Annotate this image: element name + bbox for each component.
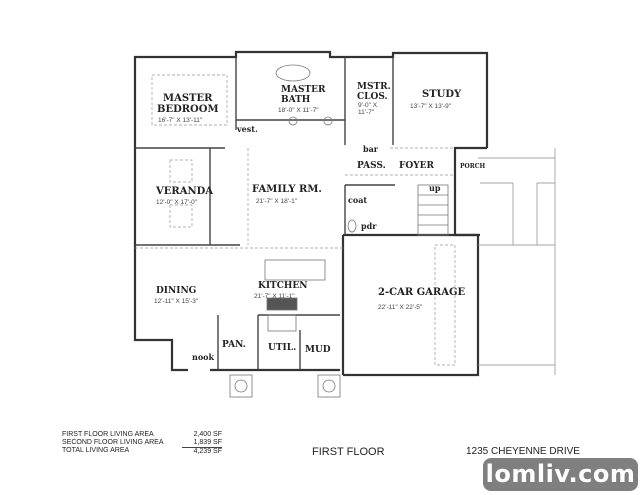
room-study-name: STUDY: [422, 89, 462, 100]
label-pan: PAN.: [222, 340, 246, 350]
label-mud: MUD: [305, 345, 331, 355]
room-dining-dims: 12'-11" X 15'-3": [154, 298, 199, 305]
room-veranda-dims: 12'-0" X 17'-0": [156, 199, 198, 206]
exterior-walls: [133, 50, 489, 377]
room-master-bedroom-dims: 16'-7" X 13'-11": [158, 117, 203, 124]
room-kitchen-name: KITCHEN: [258, 281, 307, 291]
area-row-first-floor: FIRST FLOOR LIVING AREA 2,400 SF: [62, 431, 222, 439]
label-foyer: FOYER: [399, 161, 435, 171]
fixtures: [229, 64, 449, 398]
label-vest: vest.: [236, 124, 258, 134]
area-row-second-floor: SECOND FLOOR LIVING AREA 1,839 SF: [62, 439, 222, 447]
room-mstr-clos-name2: CLOS.: [357, 92, 388, 102]
room-labels: MASTER BEDROOM 16'-7" X 13'-11" MASTER B…: [154, 82, 486, 362]
room-mstr-clos-dims2: 11'-7": [358, 109, 375, 116]
room-garage-name: 2-CAR GARAGE: [378, 287, 466, 298]
room-family-rm-dims: 21'-7" X 18'-1": [256, 198, 298, 205]
room-study-dims: 13'-7" X 13'-9": [410, 103, 452, 110]
room-master-bath-name2: BATH: [281, 95, 311, 105]
area-label: SECOND FLOOR LIVING AREA: [62, 439, 164, 446]
dashed-lines: [135, 74, 456, 366]
label-pass: PASS.: [357, 161, 386, 171]
label-util: UTIL.: [268, 343, 296, 353]
address: 1235 CHEYENNE DRIVE: [466, 446, 580, 457]
area-row-total: TOTAL LIVING AREA 4,239 SF: [62, 447, 222, 456]
room-master-bath-name: MASTER: [281, 85, 326, 95]
label-pdr: pdr: [361, 221, 377, 231]
site-lines: [478, 148, 556, 375]
watermark-logo: lomliv.com: [483, 458, 638, 491]
room-veranda-name: VERANDA: [155, 186, 213, 197]
label-coat: coat: [348, 195, 367, 205]
area-value: 1,839 SF: [193, 439, 222, 446]
area-summary-table: FIRST FLOOR LIVING AREA 2,400 SF SECOND …: [62, 431, 222, 456]
label-bar: bar: [363, 144, 379, 154]
room-dining-name: DINING: [156, 286, 196, 296]
room-garage-dims: 22'-11" X 22'-5": [378, 304, 423, 311]
room-mstr-clos-name: MSTR.: [357, 82, 391, 92]
room-mstr-clos-dims: 9'-0" X: [358, 102, 378, 109]
room-kitchen-dims: 21'-7" X 11'-1": [254, 293, 295, 300]
room-master-bath-dims: 18'-0" X 11'-7": [278, 107, 319, 114]
room-master-bedroom-name: MASTER: [163, 93, 213, 104]
room-family-rm-name: FAMILY RM.: [252, 184, 322, 195]
area-label: TOTAL LIVING AREA: [62, 447, 130, 454]
label-up: up: [429, 183, 441, 193]
label-porch: PORCH: [460, 163, 486, 170]
area-label: FIRST FLOOR LIVING AREA: [62, 431, 154, 438]
room-master-bedroom-name2: BEDROOM: [157, 104, 219, 115]
area-value: 4,239 SF: [182, 447, 222, 456]
floor-title: FIRST FLOOR: [312, 446, 385, 458]
area-value: 2,400 SF: [193, 431, 222, 438]
label-nook: nook: [192, 352, 214, 362]
